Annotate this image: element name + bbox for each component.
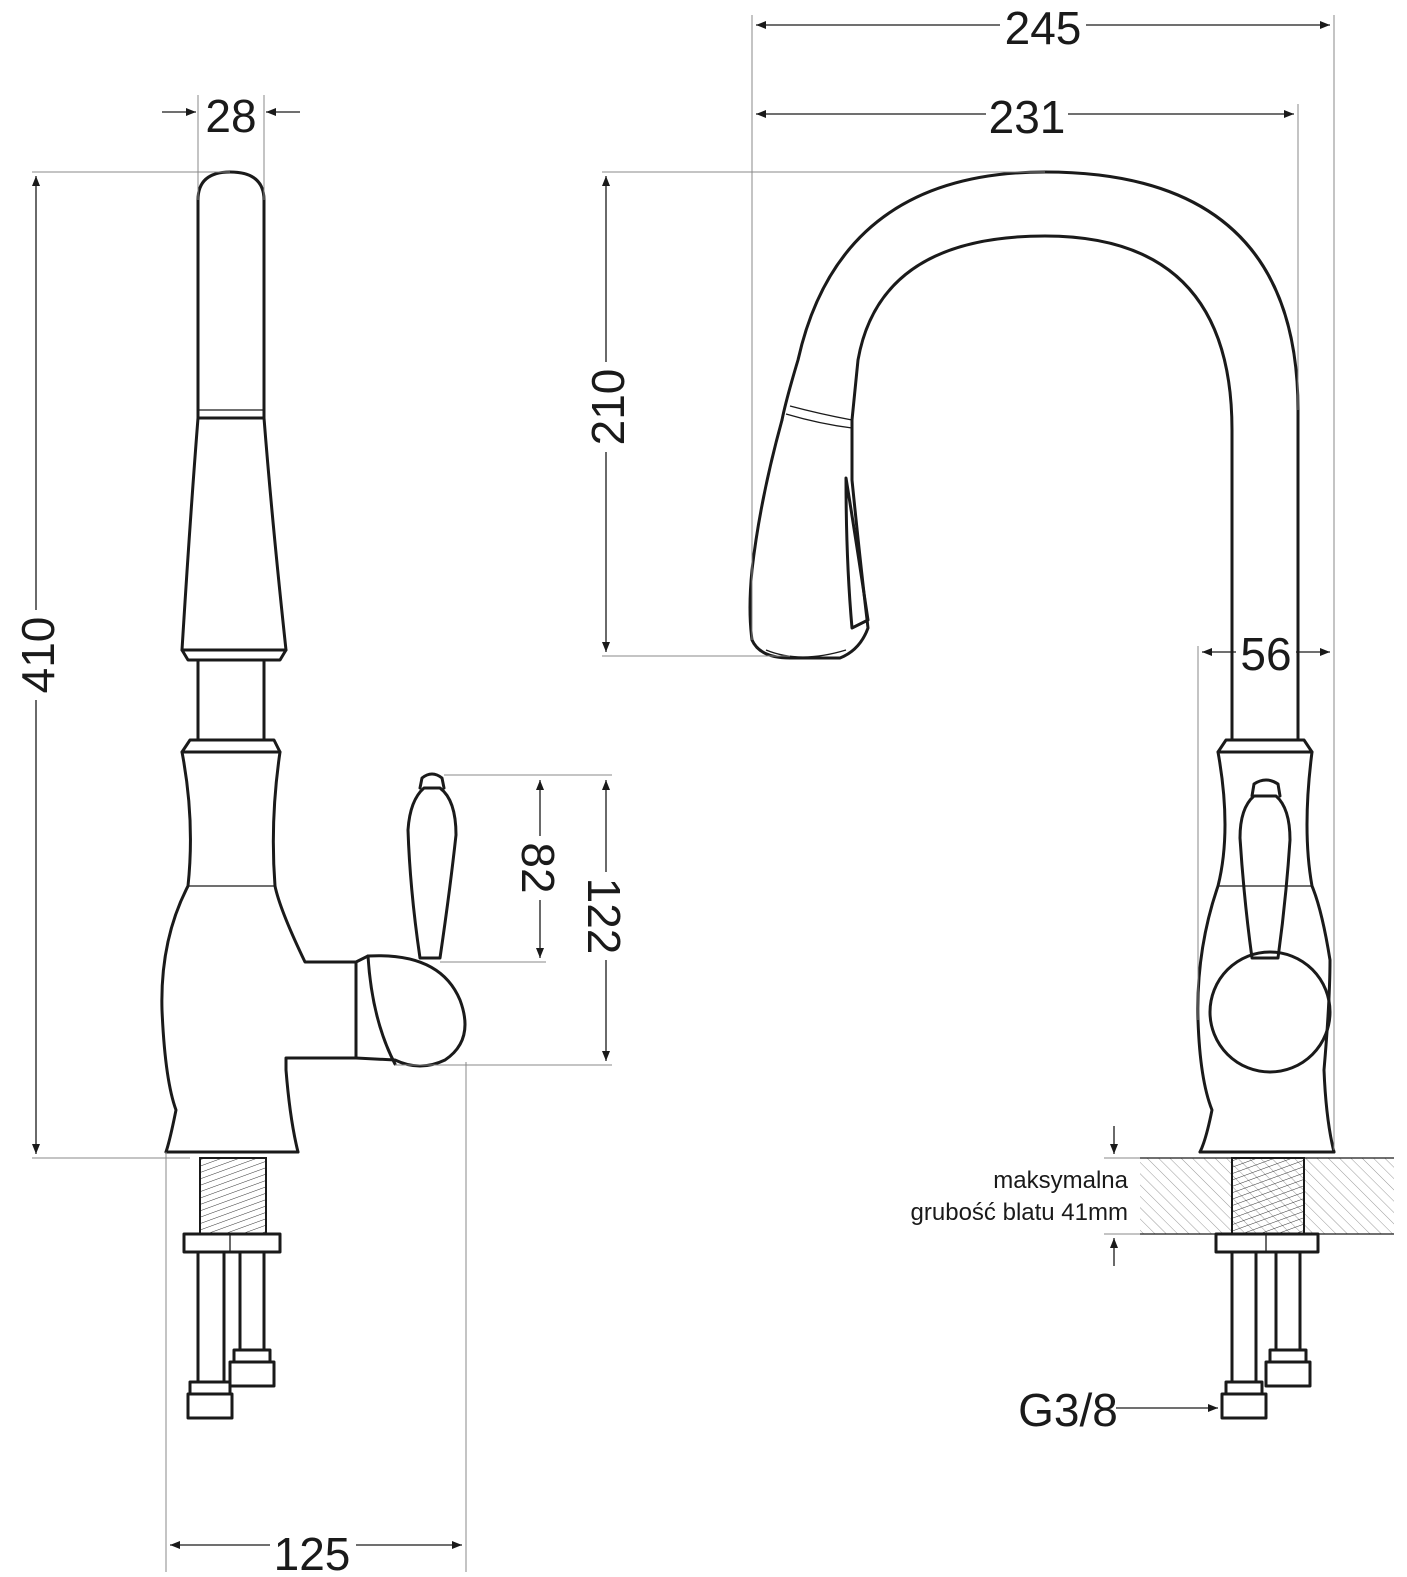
- front-head-ring: [789, 405, 853, 421]
- front-hose-1: [1230, 1250, 1258, 1384]
- dim-56: 56: [1240, 628, 1291, 680]
- front-lever-knob: [1250, 778, 1282, 798]
- side-spout-taper: [180, 416, 288, 652]
- side-view: [160, 170, 467, 1420]
- front-handle-hub: [1208, 950, 1332, 1074]
- side-view-dimensions: 410 28 125 82 122: [12, 90, 630, 1577]
- side-hose-1-nut: [186, 1392, 234, 1420]
- side-hose-2-nut: [228, 1360, 276, 1388]
- front-head-button: [844, 476, 870, 630]
- dim-245: 245: [1005, 2, 1082, 54]
- side-spout-head: [196, 170, 266, 420]
- side-neck: [196, 658, 266, 742]
- side-hose-1-ferrule: [188, 1380, 232, 1396]
- dim-125: 125: [274, 1528, 351, 1577]
- side-lever-knob: [418, 772, 446, 790]
- side-handle-hub: [354, 954, 467, 1068]
- dim-410: 410: [12, 617, 64, 694]
- thread-label: G3/8: [1018, 1384, 1118, 1436]
- dim-122: 122: [578, 878, 630, 955]
- side-hose-1: [196, 1250, 226, 1384]
- front-lever: [1238, 794, 1292, 960]
- front-head-outlet: [765, 649, 847, 658]
- side-fixing-nut: [182, 1232, 282, 1254]
- side-lever: [406, 786, 458, 960]
- side-hose-2: [238, 1250, 266, 1352]
- side-hose-2-ferrule: [232, 1348, 272, 1364]
- front-collar: [1216, 738, 1314, 754]
- dim-231: 231: [989, 91, 1066, 143]
- dim-210: 210: [582, 369, 634, 446]
- dim-28: 28: [205, 90, 256, 142]
- front-hose-1-nut: [1220, 1392, 1268, 1420]
- side-threaded-shank: [199, 1157, 267, 1235]
- front-hose-2: [1274, 1250, 1302, 1352]
- side-handle-hub-inner: [366, 954, 397, 1066]
- front-view: [748, 170, 1394, 1420]
- front-hose-2-nut: [1264, 1360, 1312, 1388]
- front-spout-outer: [780, 170, 1300, 742]
- front-spout-inner: [850, 234, 1234, 742]
- side-spout-bottom: [180, 648, 288, 662]
- front-threaded-shank: [1231, 1157, 1305, 1235]
- front-fixing-nut: [1214, 1232, 1320, 1254]
- front-hose-1-ferrule: [1224, 1380, 1264, 1396]
- countertop-note-line2: grubość blatu 41mm: [911, 1199, 1128, 1226]
- side-body: [160, 750, 358, 1154]
- front-hose-2-ferrule: [1268, 1348, 1308, 1364]
- side-neck-collar: [180, 738, 282, 754]
- front-view-dimensions: 245 231 210 56 maksymalna grubość blatu …: [582, 2, 1335, 1436]
- countertop-note-line1: maksymalna: [993, 1167, 1128, 1194]
- dim-82: 82: [512, 842, 564, 893]
